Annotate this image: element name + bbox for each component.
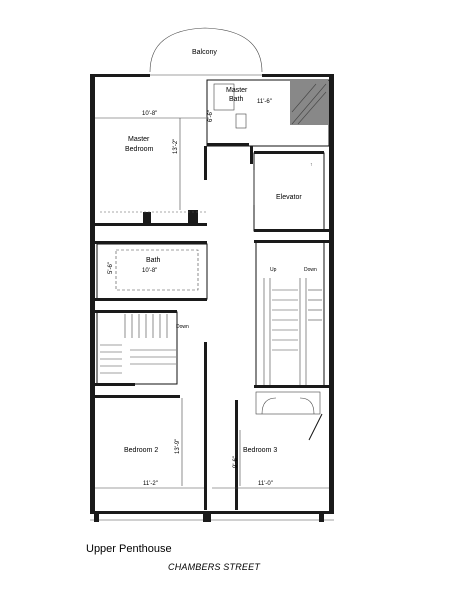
bedroom3-width-dim: 11'-0"	[258, 481, 273, 487]
bedroom3-label: Bedroom 3	[243, 447, 277, 454]
front-pier-mid	[203, 512, 211, 522]
closet-hatch-3	[291, 83, 317, 113]
wall-top-left	[90, 74, 150, 77]
bedroom3-depth-dim: 9'-6"	[233, 456, 239, 468]
master-bedroom-depth-dim: 13'-2"	[173, 139, 179, 154]
master-bedroom-width-dim: 10'-8"	[142, 111, 157, 117]
right-stair-wall-bottom	[254, 385, 329, 388]
left-stair-wall	[95, 310, 177, 313]
bedroom2-label: Bedroom 2	[124, 447, 158, 454]
corridor-wall-left-upper	[204, 146, 207, 180]
master-bath-wall-bottom	[207, 143, 249, 146]
master-bath-label-1: Master	[226, 87, 248, 94]
wall-right	[329, 74, 334, 514]
master-bath-label-2: Bath	[229, 96, 244, 103]
bath-wall-top	[95, 241, 207, 244]
elevator-wall-top	[254, 151, 324, 154]
master-bedroom-label-1: Master	[128, 136, 150, 143]
tub	[213, 83, 235, 111]
master-bath-width-dim: 11'-6"	[257, 99, 272, 105]
bath-tub	[115, 249, 199, 291]
balcony-label: Balcony	[192, 49, 217, 56]
closet-hatched	[290, 80, 328, 125]
door-swing-1	[261, 397, 277, 415]
bedroom2-wall-top	[95, 395, 180, 398]
bath-label: Bath	[146, 257, 161, 264]
elevator-arrow-icon: ↑	[310, 162, 313, 168]
wall-top-right	[262, 74, 334, 77]
bath-depth-dim: 5'-6"	[108, 262, 114, 274]
front-pier-right	[319, 514, 324, 522]
right-stair-wall-top	[254, 240, 329, 243]
corridor-wall-right-lower	[235, 400, 238, 510]
right-stair-treads	[263, 278, 322, 386]
right-stair	[255, 241, 325, 388]
bath-width-dim: 10'-8"	[142, 268, 157, 274]
street-name: CHAMBERS STREET	[168, 562, 261, 572]
master-bedroom-label-2: Bedroom	[125, 146, 154, 153]
bedroom2-depth-dim: 13'-9"	[175, 439, 181, 454]
closet-pier-2	[188, 210, 198, 226]
master-bath-depth-dim: 6'-6"	[208, 110, 214, 122]
bath-wall-bottom	[95, 298, 207, 301]
master-bath-wall	[206, 79, 330, 147]
wall-bottom	[90, 511, 334, 514]
front-pier-left	[94, 514, 99, 522]
closet-pier-1	[143, 212, 151, 226]
plan-title: Upper Penthouse	[86, 543, 172, 555]
balcony-outline	[149, 27, 263, 73]
closet-doors	[255, 391, 321, 415]
vanity	[235, 113, 247, 129]
elevator-wall-bottom	[254, 229, 329, 232]
left-stair-treads	[100, 314, 176, 374]
door-swing-2	[299, 397, 315, 415]
stair-down-label: Down	[304, 267, 317, 273]
closet-hatch-1	[291, 83, 327, 125]
elevator-label: Elevator	[276, 194, 302, 201]
corridor-wall-left-lower	[204, 342, 207, 510]
stair-up-label: Up	[270, 267, 277, 273]
bedroom3-angled-wall	[308, 413, 323, 441]
corridor-wall-right-upper	[250, 146, 253, 164]
left-stair-wall-bottom	[95, 383, 135, 386]
left-stair-down-label: Down	[176, 324, 189, 330]
wall-left	[90, 74, 95, 514]
elevator-shaft	[253, 152, 325, 232]
bedroom2-width-dim: 11'-2"	[143, 481, 158, 487]
closet-hatch-2	[297, 91, 327, 125]
